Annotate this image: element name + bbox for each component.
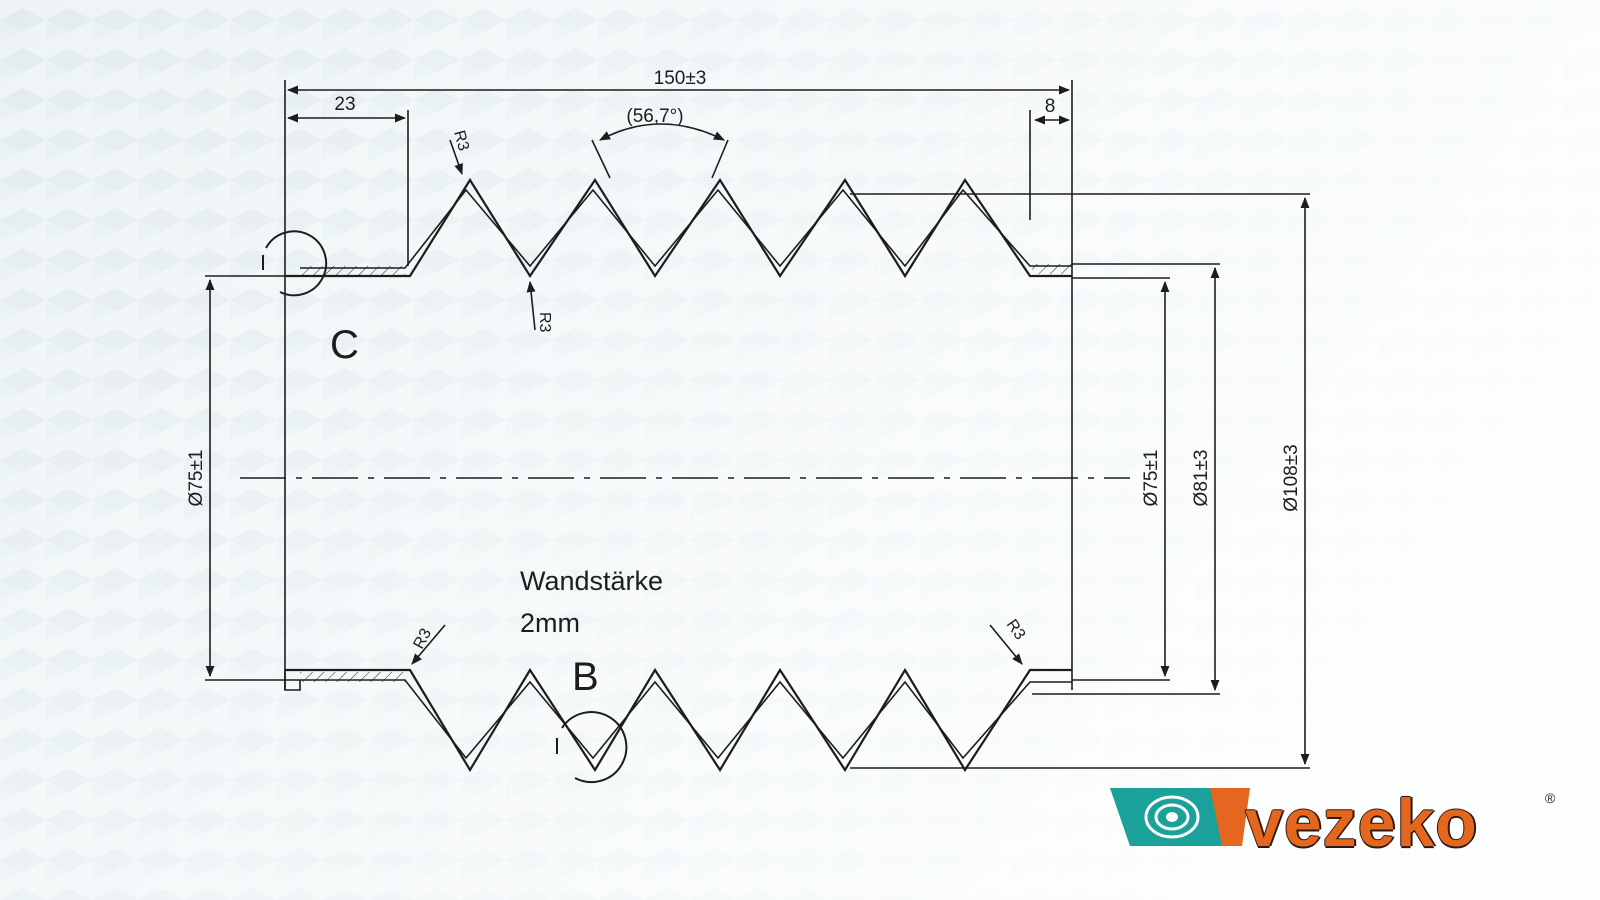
- dim-inner-right: Ø75±1: [1141, 450, 1162, 507]
- radius-leader: [449, 139, 463, 176]
- bottom-bellows-inner: [300, 679, 1072, 760]
- angle-leg: [711, 139, 729, 179]
- dim-total-length: 150±3: [654, 68, 707, 89]
- logo-wordmark: vezeko: [1245, 785, 1478, 861]
- angle-arc: [599, 123, 726, 141]
- logo-registered-mark: ®: [1545, 790, 1556, 806]
- radius-label-3: R3: [411, 626, 436, 652]
- radius-leader: [526, 280, 536, 331]
- dim-middle: Ø81±3: [1191, 450, 1212, 507]
- logo-emblem-icon: [1110, 788, 1250, 846]
- dim-angle: (56,7°): [626, 106, 683, 127]
- bottom-collar-hatch: [300, 672, 405, 682]
- detail-label-b: B: [572, 655, 599, 699]
- top-collar-hatch: [300, 266, 405, 276]
- dim-inner-left: Ø75±1: [186, 450, 207, 507]
- angle-leg: [591, 139, 611, 179]
- vezeko-logo: vezeko ®: [1110, 785, 1570, 870]
- detail-circle-b: [561, 711, 628, 783]
- radius-label-2: R3: [536, 312, 553, 333]
- top-right-collar-hatch: [1032, 264, 1072, 274]
- wall-thickness-label: Wandstärke: [520, 566, 663, 596]
- radius-label-1: R3: [450, 129, 472, 153]
- radius-leader: [989, 624, 1023, 665]
- top-bellows-inner: [300, 188, 1072, 269]
- dim-outer: Ø108±3: [1281, 444, 1302, 511]
- wall-thickness-value: 2mm: [520, 608, 580, 638]
- detail-circle-c: [265, 230, 328, 297]
- dim-right-collar: 8: [1045, 96, 1056, 117]
- top-bellows-outer: [285, 177, 1072, 279]
- bottom-bellows-outer: [285, 667, 1072, 773]
- detail-label-c: C: [330, 323, 359, 367]
- radius-leader: [411, 624, 446, 665]
- radius-label-4: R3: [1003, 617, 1029, 644]
- dim-left-collar: 23: [334, 94, 355, 115]
